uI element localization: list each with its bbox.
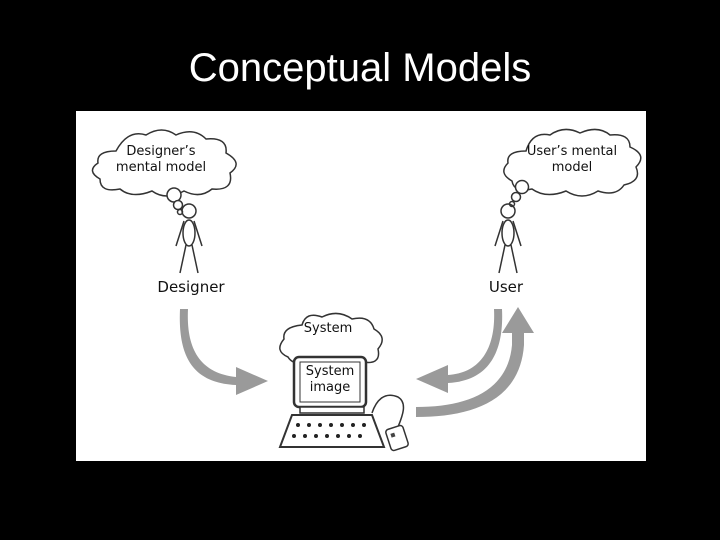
user-to-system-arrow — [416, 309, 503, 393]
designer-cloud-label: Designer’s mental model — [106, 144, 216, 176]
screen-line2: image — [309, 380, 351, 395]
user-cloud-line2: model — [551, 160, 593, 175]
designer-cloud-line1: Designer’s — [126, 144, 196, 159]
designer-label: Designer — [157, 278, 225, 296]
designer-stick-figure — [175, 203, 203, 274]
system-image-label: System image — [300, 364, 360, 396]
keyboard — [278, 414, 386, 448]
system-cloud-label: System — [303, 321, 353, 336]
system-to-user-arrow — [416, 307, 534, 417]
screen-line1: System — [305, 364, 355, 379]
user-cloud-line1: User’s mental — [526, 144, 618, 159]
designer-cloud-line2: mental model — [115, 160, 207, 175]
system-cloud — [279, 312, 383, 366]
user-label: User — [488, 278, 524, 296]
user-cloud-label: User’s mental model — [517, 144, 627, 176]
user-thought-cloud — [503, 128, 642, 208]
mouse — [371, 394, 409, 452]
user-stick-figure — [494, 203, 522, 274]
computer-monitor — [292, 355, 368, 414]
conceptual-model-diagram: Designer’s mental model User’s mental mo… — [76, 111, 646, 461]
slide-title: Conceptual Models — [188, 46, 532, 90]
designer-to-system-arrow — [179, 309, 268, 395]
designer-thought-cloud — [91, 129, 237, 216]
